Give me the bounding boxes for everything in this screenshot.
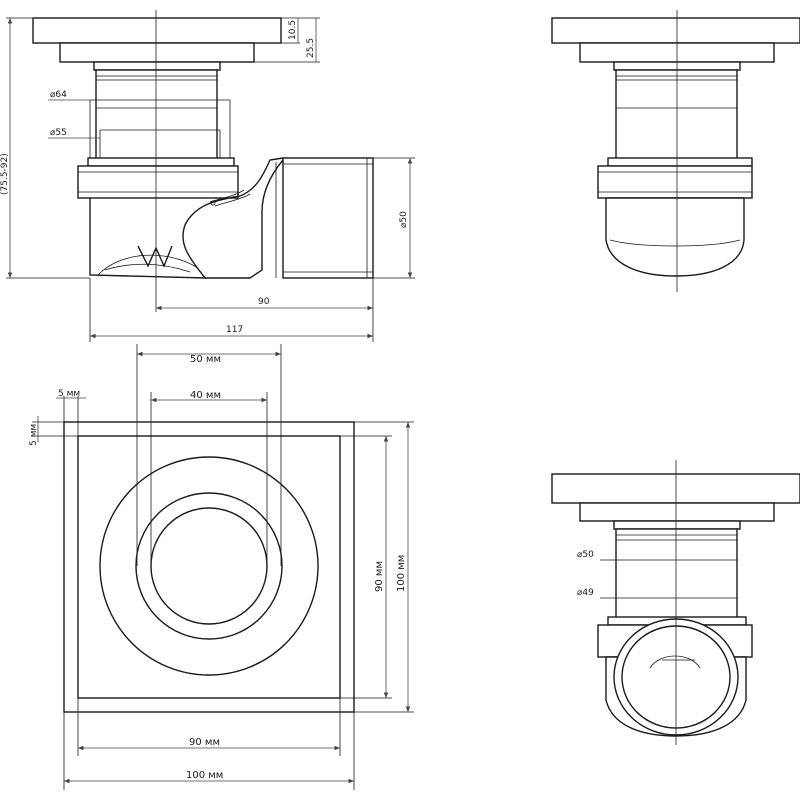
- dim-d49-label: ⌀49: [577, 588, 594, 598]
- grate-outer: [63, 421, 355, 713]
- trap-water-seal: [97, 254, 199, 276]
- outlet-elbow: [239, 157, 284, 197]
- dim-outer-width-label: 100 мм: [186, 770, 223, 781]
- back-view: ⌀50 ⌀49: [551, 460, 800, 745]
- upper-tube: [95, 69, 218, 161]
- grate-inner: [77, 435, 341, 699]
- outlet-pipe: [282, 157, 374, 279]
- top-view: 50 мм 40 мм 5 мм 5 мм 90 мм 100 мм 90 мм…: [29, 344, 414, 790]
- dim-outer-height-label: 100 мм: [396, 555, 407, 592]
- dim-axis-outlet-label: 90: [258, 297, 270, 307]
- flange: [59, 42, 255, 63]
- dim-inner-circle-label: 40 мм: [190, 390, 221, 401]
- outer-tube-circle: [135, 492, 283, 640]
- dim-rim-y-label: 5 мм: [29, 424, 39, 446]
- dim-d55-label: ⌀55: [50, 128, 67, 138]
- dim-d50-label: ⌀50: [577, 550, 594, 560]
- dim-height-label: (75.5-92): [0, 153, 10, 195]
- dim-inner-width-label: 90 мм: [189, 737, 220, 748]
- dim-d64-label: ⌀64: [50, 90, 67, 100]
- front-view: [551, 10, 800, 292]
- dim-length-label: 117: [226, 325, 243, 335]
- dim-top-label: 25.5: [306, 38, 316, 58]
- tube-ring: [87, 157, 235, 167]
- side-view: 10.5 25.5 (75.5-92) ⌀64 ⌀55 ⌀50 90 117: [0, 10, 415, 342]
- dim-flange-label: 10.5: [288, 20, 298, 40]
- dim-outlet-label: ⌀50: [399, 211, 409, 228]
- grate-plate: [32, 17, 282, 44]
- flange-step: [93, 61, 221, 71]
- outer-flange-circle: [99, 456, 319, 676]
- dim-inner-height-label: 90 мм: [374, 561, 385, 592]
- dim-rim-x-label: 5 мм: [58, 389, 80, 399]
- trap-body: [89, 195, 241, 279]
- dim-outer-circle-label: 50 мм: [190, 354, 221, 365]
- front-trap-bowl: [605, 197, 745, 277]
- body-ring: [77, 165, 239, 199]
